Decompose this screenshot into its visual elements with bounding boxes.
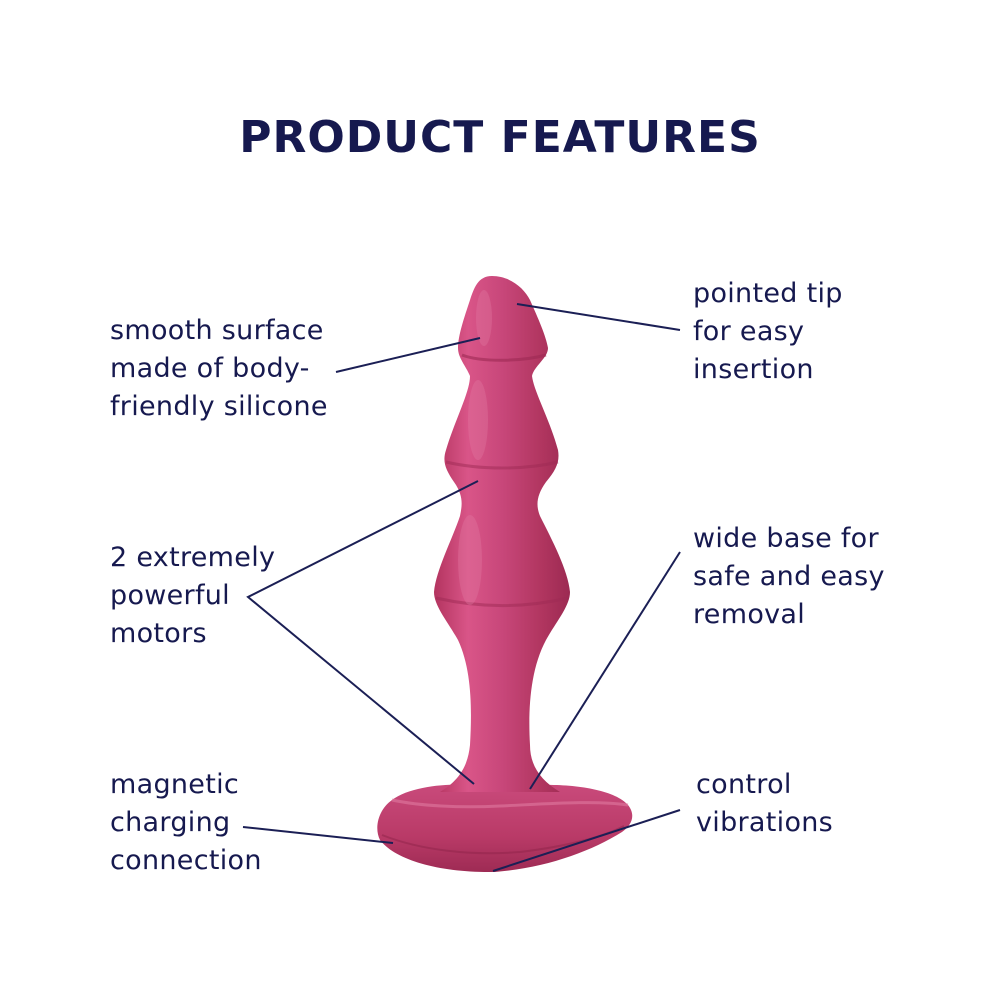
feature-line: pointed tip: [693, 278, 843, 309]
feature-line: wide base for: [693, 523, 879, 554]
feature-line: made of body-: [110, 353, 310, 384]
feature-line: connection: [110, 845, 262, 876]
leader-line-control-vibrations: [492, 809, 681, 872]
feature-line: magnetic: [110, 769, 240, 800]
feature-smooth-surface: smooth surface made of body- friendly si…: [110, 312, 328, 426]
leader-line-smooth-surface: [335, 337, 481, 373]
page-title: PRODUCT FEATURES: [239, 112, 761, 163]
feature-line: safe and easy: [693, 561, 885, 592]
feature-line: powerful: [110, 580, 230, 611]
feature-line: motors: [110, 618, 207, 649]
feature-control-vibrations: control vibrations: [696, 766, 833, 842]
feature-line: smooth surface: [110, 315, 324, 346]
feature-line: friendly silicone: [110, 391, 328, 422]
feature-pointed-tip: pointed tip for easy insertion: [693, 275, 843, 389]
feature-line: insertion: [693, 354, 814, 385]
feature-line: removal: [693, 599, 806, 630]
feature-line: for easy: [693, 316, 805, 347]
product-body: [434, 276, 570, 792]
feature-magnetic-charging: magnetic charging connection: [110, 766, 262, 880]
leader-line-magnetic-charging: [242, 826, 394, 844]
feature-line: control: [696, 769, 792, 800]
feature-two-motors: 2 extremely powerful motors: [110, 539, 275, 653]
feature-line: vibrations: [696, 807, 834, 838]
leader-line-motors: [246, 480, 479, 785]
product-base: [377, 784, 633, 873]
feature-wide-base: wide base for safe and easy removal: [693, 520, 885, 634]
feature-line: 2 extremely: [110, 542, 276, 573]
leader-line-pointed-tip: [516, 303, 681, 331]
leader-lines: [242, 303, 681, 872]
leader-line-wide-base: [529, 551, 681, 790]
feature-line: charging: [110, 807, 231, 838]
